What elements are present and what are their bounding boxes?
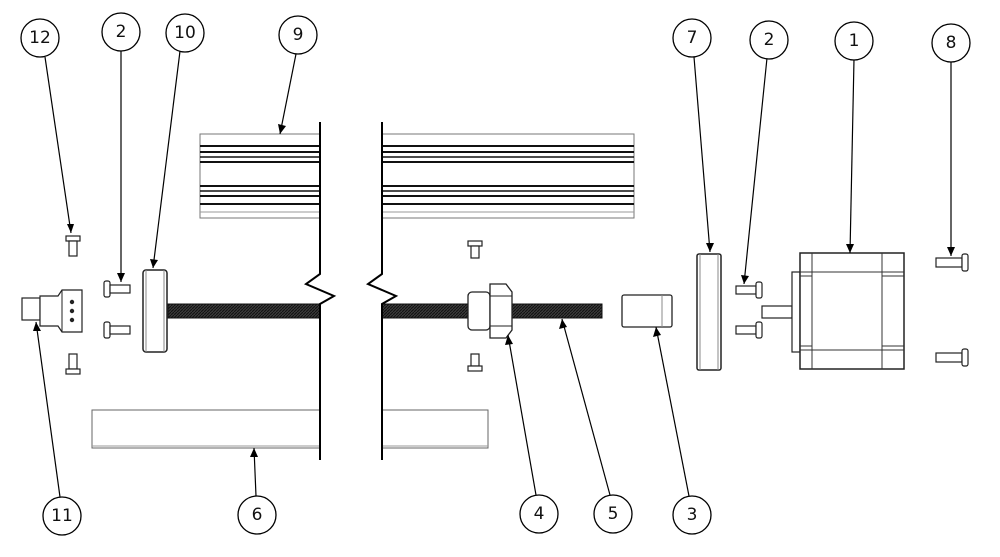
callout-10-label: 10: [174, 23, 196, 43]
lead-nut: [467, 283, 513, 339]
bolt-right: [735, 281, 763, 339]
callout-6: 6: [237, 447, 277, 535]
callout-8-label: 8: [946, 33, 957, 53]
lead-screw: [167, 303, 603, 319]
callout-7: 7: [672, 18, 714, 253]
extrusion-rail-right-segment: [381, 133, 635, 219]
callout-11: 11: [33, 321, 82, 536]
shaft-coupler-end: [21, 289, 83, 333]
callout-12-label: 12: [29, 28, 51, 48]
callout-4: 4: [505, 334, 559, 534]
set-screw-middle-top: [467, 240, 483, 259]
callout-12: 12: [20, 18, 74, 234]
callout-5: 5: [559, 318, 633, 534]
callout-1: 1: [834, 21, 874, 254]
callout-3: 3: [653, 326, 712, 535]
extrusion-rail-left-segment: [199, 133, 321, 219]
bolt-left: [103, 280, 131, 339]
callout-4-label: 4: [534, 504, 545, 524]
end-plate-left: [142, 269, 168, 353]
coupler: [621, 294, 673, 328]
callout-9-label: 9: [293, 25, 304, 45]
motor-plate: [696, 253, 722, 371]
bottom-rail: [91, 409, 489, 449]
callout-2-right: 2: [741, 20, 789, 285]
stepper-motor: [761, 252, 905, 370]
callout-1-label: 1: [849, 31, 860, 51]
callout-2-right-label: 2: [764, 30, 775, 50]
break-line-right: [365, 122, 399, 460]
callout-5-label: 5: [608, 504, 619, 524]
motor-screw: [935, 253, 969, 367]
callout-2-left: 2: [101, 12, 141, 282]
callout-6-label: 6: [252, 505, 263, 525]
break-line-left: [303, 122, 337, 460]
callout-2-left-label: 2: [116, 22, 127, 42]
callout-3-label: 3: [687, 505, 698, 525]
callout-9: 9: [278, 15, 318, 135]
set-screw-middle-bottom: [467, 353, 483, 372]
extrusion-rail: [199, 133, 635, 219]
set-screw-left-bottom: [65, 353, 81, 375]
callout-8: 8: [931, 23, 971, 256]
set-screw-left-top: [65, 235, 81, 257]
callout-10: 10: [150, 13, 205, 269]
callout-11-label: 11: [51, 506, 73, 526]
callout-7-label: 7: [687, 28, 698, 48]
